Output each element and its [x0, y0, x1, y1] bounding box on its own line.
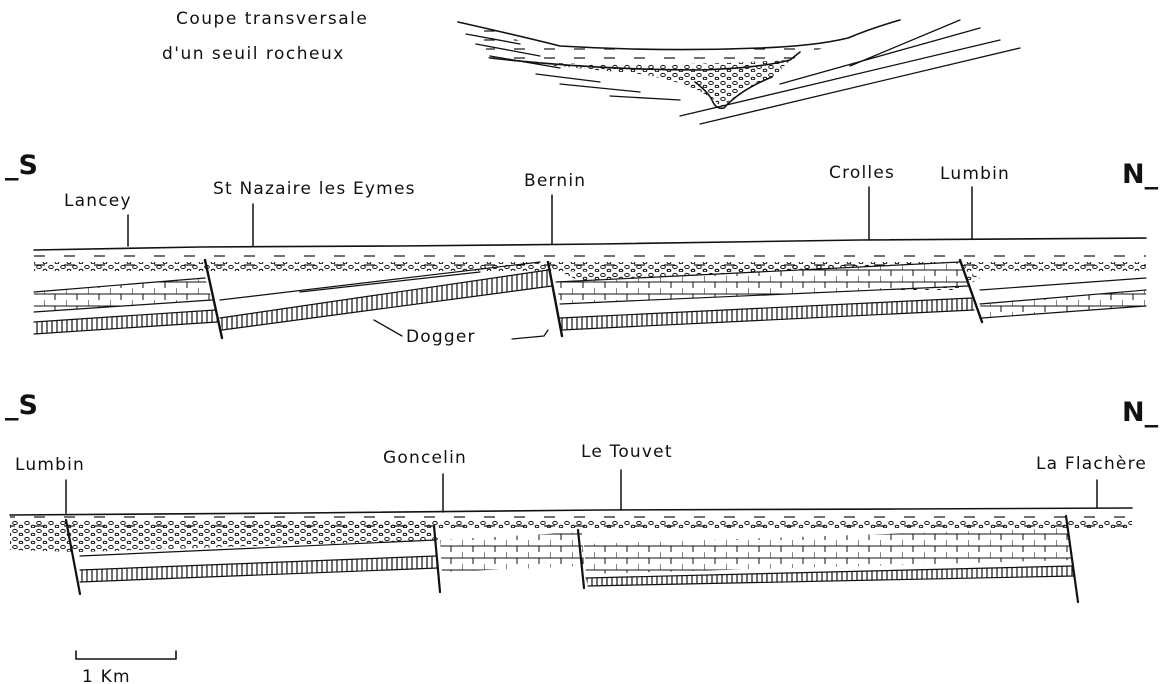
- cross-section-bottom: _S N_ Lumbin Goncelin Le Touvet La Flach…: [5, 390, 1159, 602]
- place-lancey: Lancey: [64, 191, 132, 211]
- dogger-leader-right: [512, 330, 548, 339]
- dogger-label: Dogger: [406, 327, 476, 347]
- bottom-block-3: [584, 528, 1074, 586]
- inset-title-line1: Coupe transversale: [176, 9, 368, 29]
- place-goncelin: Goncelin: [383, 448, 467, 468]
- place-la-flachere: La Flachère: [1036, 454, 1147, 474]
- place-st-nazaire-les-eymes: St Nazaire les Eymes: [213, 179, 416, 199]
- place-lumbin-top: Lumbin: [940, 164, 1010, 184]
- top-south-label: _S: [5, 150, 38, 181]
- bottom-north-label: N_: [1122, 397, 1159, 428]
- bottom-block-2: [440, 532, 584, 572]
- scale-bar: 1 Km: [76, 651, 176, 684]
- top-north-label: N_: [1122, 159, 1159, 190]
- top-block-1: [34, 278, 217, 334]
- top-gravel-band: [34, 262, 1146, 271]
- dogger-leader-left: [374, 320, 402, 336]
- place-lumbin-bottom: Lumbin: [15, 455, 85, 475]
- place-crolles: Crolles: [829, 163, 895, 183]
- top-block-4: [980, 278, 1146, 318]
- bottom-south-label: _S: [5, 390, 38, 421]
- place-le-touvet: Le Touvet: [581, 442, 673, 462]
- inset-title-line2: d'un seuil rocheux: [162, 44, 345, 64]
- bottom-gravel-lens: [10, 524, 440, 552]
- inset-cross-section: Coupe transversale d'un seuil rocheux: [162, 9, 1020, 124]
- scale-bar-label: 1 Km: [82, 667, 131, 684]
- cross-section-top: _S N_ Lancey St Nazaire les Eymes Bernin…: [5, 150, 1159, 347]
- inset-dashed-fill: [480, 22, 845, 65]
- bottom-location-ticks: [66, 470, 1097, 513]
- top-block-2: [220, 262, 552, 330]
- place-bernin: Bernin: [524, 171, 586, 191]
